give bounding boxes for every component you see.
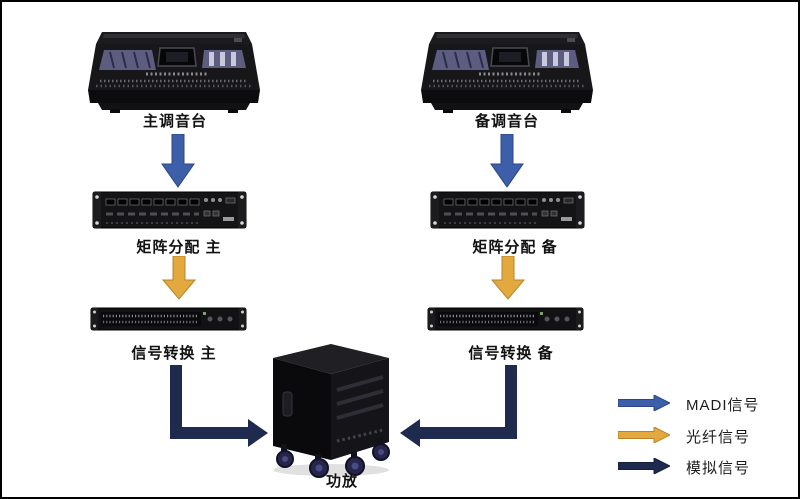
converter-main-label: 信号转换 主 [131,345,217,362]
legend-analog-label: 模拟信号 [686,460,751,477]
matrix-main-image [92,190,247,230]
analog-arrow-backup-icon [400,365,518,447]
mixing-console-icon [421,32,593,113]
amplifier-label: 功放 [325,473,358,490]
analog-arrow-main-icon [168,365,268,447]
fiber-arrow-main-icon [162,256,196,300]
madi-arrow-backup-icon [490,134,524,188]
converter-rack-icon [427,307,584,331]
matrix-backup-image [430,190,585,230]
fiber-arrow-backup-icon [491,256,525,300]
madi-arrow-main-icon [161,134,195,188]
console-main-label: 主调音台 [142,113,207,130]
legend-fiber-label: 光纤信号 [686,429,751,446]
matrix-main-label: 矩阵分配 主 [136,239,222,256]
matrix-rack-icon [430,191,585,229]
console-backup-label: 备调音台 [474,113,539,130]
converter-backup-label: 信号转换 备 [468,345,554,362]
converter-backup-image [427,306,584,332]
amplifier-rack-icon [273,344,390,478]
converter-main-image [90,306,247,332]
console-backup-image [421,28,593,114]
console-main-image [88,28,260,114]
amplifier-image [265,340,397,478]
matrix-rack-icon [92,191,247,229]
legend-analog-arrow-icon [618,458,670,474]
matrix-backup-label: 矩阵分配 备 [472,239,558,256]
legend-madi-arrow-icon [618,395,670,411]
legend-fiber-arrow-icon [618,427,670,443]
converter-rack-icon [90,307,247,331]
legend-madi-label: MADI信号 [686,397,760,414]
mixing-console-icon [88,32,260,113]
